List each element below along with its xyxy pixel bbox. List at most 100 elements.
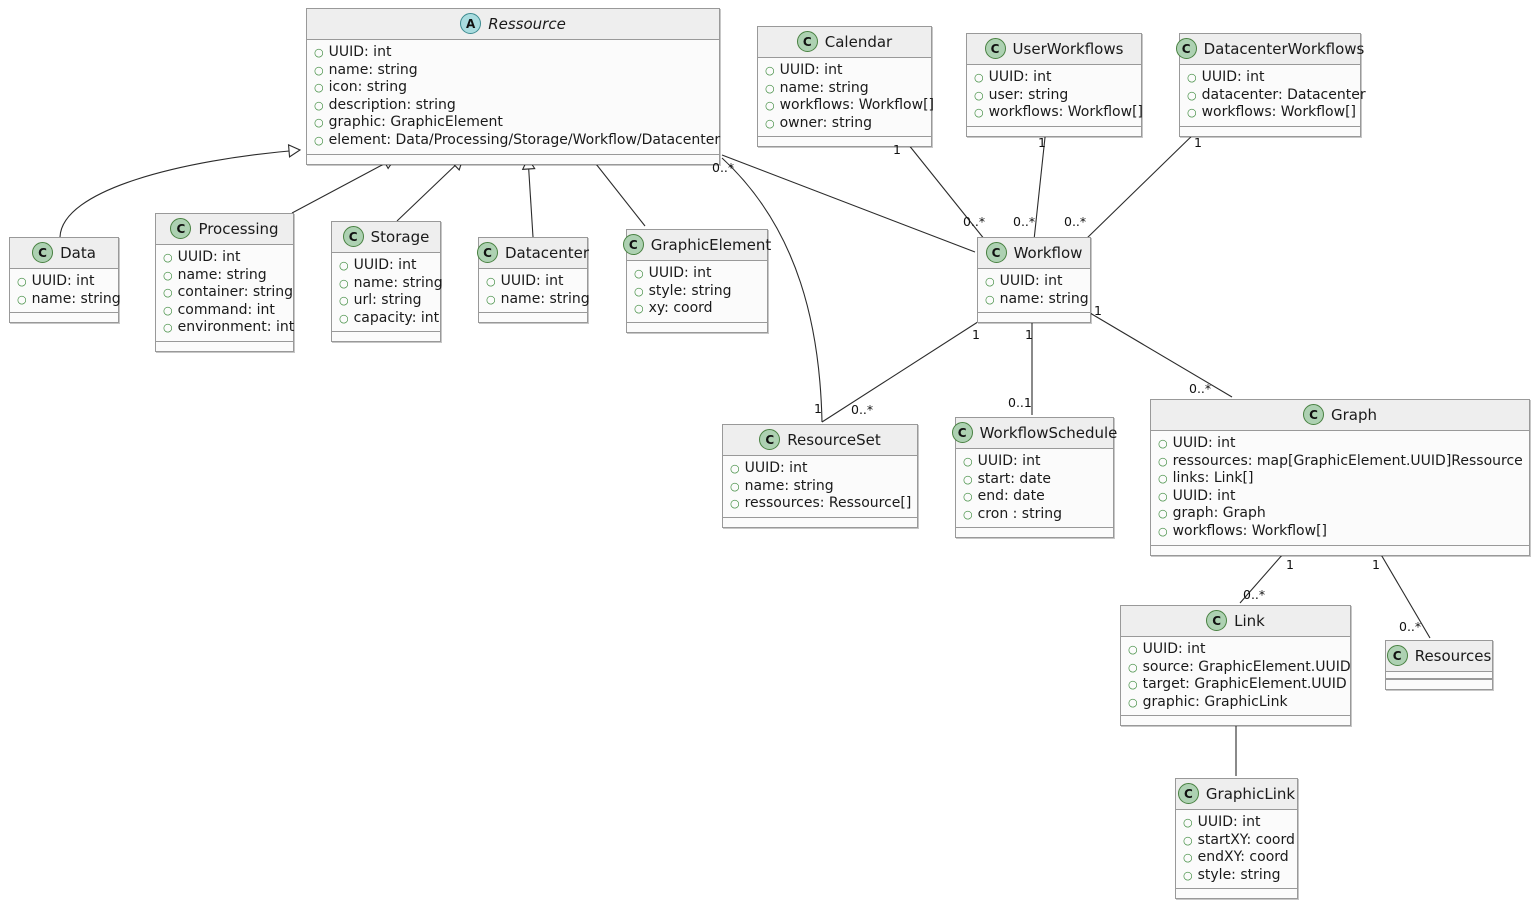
attribute-label: cron : string <box>977 505 1062 522</box>
attribute-row: ○graph: Graph <box>1158 505 1521 523</box>
class-badge-icon: C <box>759 429 781 450</box>
visibility-package-icon: ○ <box>163 268 173 282</box>
visibility-package-icon: ○ <box>1158 472 1168 486</box>
class-methods-resources <box>1386 679 1492 689</box>
attribute-row: ○datacenter: Datacenter <box>1187 87 1366 105</box>
class-name-calendar: Calendar <box>824 32 893 51</box>
class-attributes-graphiclink: ○UUID: int○startXY: coord○endXY: coord○s… <box>1176 810 1297 889</box>
attribute-label: UUID: int <box>1172 435 1236 451</box>
attribute-label: ressources: Ressource[] <box>744 495 912 512</box>
attribute-label: UUID: int <box>31 273 95 289</box>
attribute-label: name: string <box>744 477 834 494</box>
visibility-package-icon: ○ <box>1128 660 1138 674</box>
attribute-row: ○user: string <box>974 87 1133 105</box>
visibility-package-icon: ○ <box>1128 643 1138 656</box>
attribute-row: ○name: string <box>17 291 121 309</box>
class-name-processing: Processing <box>198 219 279 238</box>
attribute-row: ○links: Link[] <box>1158 470 1521 488</box>
attribute-row: ○description: string <box>314 97 711 115</box>
visibility-package-icon: ○ <box>1158 437 1168 450</box>
visibility-package-icon: ○ <box>1187 88 1197 102</box>
attribute-row: ○ name: string <box>163 267 285 285</box>
attribute-row: ○ressources: map[GraphicElement.UUID]Res… <box>1158 453 1523 471</box>
multiplicity-m-datacenterworkflows-1: 1 <box>1194 135 1202 150</box>
attribute-row: ○ startXY: coord <box>1183 832 1295 850</box>
attribute-label: UUID: int <box>977 453 1041 469</box>
visibility-package-icon: ○ <box>314 133 324 147</box>
class-badge-icon: C <box>622 234 644 255</box>
visibility-package-icon: ○ <box>634 284 644 298</box>
class-attributes-calendar: ○UUID: int○name: string○workflows: Workf… <box>758 58 934 137</box>
abstract-class-badge-icon: A <box>460 13 482 34</box>
attribute-row: ○ UUID: int <box>1158 435 1521 453</box>
attribute-row: ○UUID: int <box>314 44 711 62</box>
class-methods-userworkflows <box>967 125 1141 136</box>
attribute-label: UUID: int <box>353 257 417 273</box>
attribute-label: name: string <box>353 274 443 291</box>
attribute-label: style: string <box>648 282 732 299</box>
class-badge-icon: C <box>342 226 364 247</box>
attribute-row: ○UUID: int <box>339 257 432 275</box>
attribute-label: graphic: GraphicLink <box>1142 693 1288 710</box>
multiplicity-m-schedule-01: 0..1 <box>1008 395 1032 410</box>
visibility-package-icon: ○ <box>974 88 984 102</box>
attribute-row: ○graphic: GraphicElement <box>314 114 711 132</box>
visibility-package-icon: ○ <box>1128 695 1138 709</box>
visibility-package-icon: ○ <box>1158 507 1168 521</box>
class-attributes-datacenterworkflows: ○UUID: int○datacenter: Datacenter○workfl… <box>1180 65 1366 126</box>
attribute-row: ○container: string <box>163 284 293 302</box>
attribute-row: ○element: Data/Processing/Storage/Workfl… <box>314 132 720 150</box>
attribute-row: ○icon: string <box>314 79 711 97</box>
edge-processing-ressource <box>291 157 397 214</box>
attribute-label: name: string <box>31 290 121 307</box>
multiplicity-m-workflow-graph-1: 1 <box>1094 303 1102 318</box>
class-attributes-ressource: ○UUID: int○name: string○icon: string○des… <box>307 40 720 154</box>
attribute-row: ○UUID: int <box>17 273 110 291</box>
class-badge-icon: C <box>1206 610 1228 631</box>
attribute-row: ○workflows: Workflow[] <box>765 97 934 115</box>
visibility-package-icon: ○ <box>765 99 775 113</box>
attribute-label: startXY: coord <box>1197 831 1295 848</box>
multiplicity-m-workflow-from-datacenter: 0..* <box>1064 214 1087 229</box>
class-attributes-datacenter: ○UUID: int○name: string <box>479 269 590 313</box>
attribute-row: ○workflows: Workflow[] <box>974 104 1143 122</box>
attribute-row: ○source: GraphicElement.UUID <box>1128 659 1351 677</box>
class-name-storage: Storage <box>370 227 430 246</box>
multiplicity-m-graph-0n: 0..* <box>1189 381 1212 396</box>
visibility-package-icon: ○ <box>163 286 173 300</box>
attribute-row: ○workflows: Workflow[] <box>1158 523 1521 541</box>
attribute-row: ○start: date <box>963 471 1105 489</box>
multiplicity-m-resourceset-1: 1 <box>814 401 822 416</box>
attribute-label: name: string <box>177 266 267 283</box>
class-attributes-processing: ○UUID: int○name: string○container: strin… <box>156 245 294 341</box>
attribute-label: UUID: int <box>988 69 1052 85</box>
attribute-row: ○end: date <box>963 488 1105 506</box>
attribute-row: ○UUID: int <box>985 273 1082 291</box>
visibility-package-icon: ○ <box>339 276 349 290</box>
multiplicity-m-graph-resources-1: 1 <box>1372 557 1380 572</box>
attribute-row: ○ style: string <box>634 283 759 301</box>
class-methods-calendar <box>758 136 931 147</box>
edge-workflow-resourceset <box>821 318 984 423</box>
visibility-package-icon: ○ <box>1183 833 1193 847</box>
